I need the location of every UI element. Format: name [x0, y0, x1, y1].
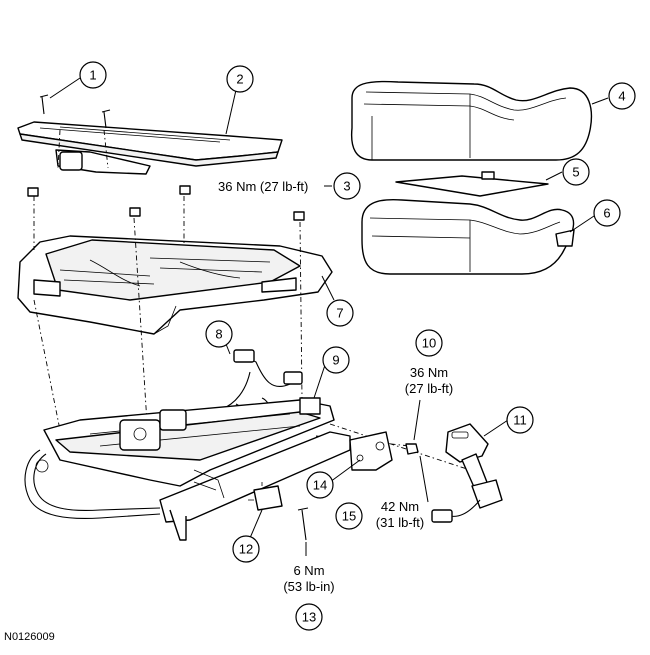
callout-12: 12 [232, 535, 260, 563]
svg-text:15: 15 [342, 509, 356, 524]
callout-2: 2 [226, 65, 254, 93]
nut-10 [405, 443, 419, 455]
svg-text:13: 13 [302, 610, 316, 625]
callout-6: 6 [593, 199, 621, 227]
svg-text:14: 14 [313, 478, 327, 493]
seat-cushion-pad [361, 198, 575, 275]
seat-pan-nuts [27, 185, 305, 221]
svg-text:8: 8 [215, 327, 222, 342]
seat-frame [17, 235, 333, 335]
svg-text:6: 6 [603, 206, 610, 221]
buckle-bracket [349, 431, 393, 471]
svg-text:1: 1 [89, 68, 96, 83]
torque-spec-item-3: 36 Nm (27 lb-ft) [218, 179, 308, 194]
callout-1: 1 [79, 61, 107, 89]
svg-text:5: 5 [572, 165, 579, 180]
svg-text:2: 2 [236, 72, 243, 87]
svg-text:9: 9 [332, 353, 339, 368]
torque-spec-item-10-line2: (27 lb-ft) [405, 381, 453, 396]
svg-text:7: 7 [336, 306, 343, 321]
callout-5: 5 [562, 158, 590, 186]
callout-11: 11 [506, 406, 534, 434]
bolt-13 [297, 507, 309, 541]
seat-heater-mat [395, 171, 549, 197]
torque-spec-item-13-line1: 6 Nm [293, 563, 324, 578]
push-pin-fasteners [39, 77, 111, 129]
callout-7: 7 [326, 299, 354, 327]
callout-4: 4 [608, 82, 636, 110]
torque-spec-item-15-line1: 42 Nm [381, 499, 419, 514]
figure-id: N0126009 [4, 631, 55, 643]
callout-15: 15 [335, 502, 363, 530]
torque-spec-item-10-line1: 36 Nm [410, 365, 448, 380]
callout-10: 10 [415, 329, 443, 357]
seat-front-bar [24, 449, 161, 519]
callout-14: 14 [306, 471, 334, 499]
seat-cushion-cover [350, 80, 593, 161]
seat-cushion-pan [17, 121, 283, 175]
svg-text:3: 3 [343, 179, 350, 194]
leader-lines [221, 89, 609, 556]
svg-text:10: 10 [422, 336, 436, 351]
seat-belt-buckle [431, 423, 503, 523]
svg-text:4: 4 [618, 89, 625, 104]
callout-8: 8 [205, 320, 233, 348]
harness-connector [248, 482, 283, 511]
torque-spec-item-15-line2: (31 lb-ft) [376, 515, 424, 530]
svg-text:12: 12 [239, 542, 253, 557]
torque-spec-item-13-line2: (53 lb-in) [283, 579, 334, 594]
callout-9: 9 [322, 346, 350, 374]
callout-13: 13 [295, 603, 323, 631]
svg-text:11: 11 [513, 413, 527, 428]
callout-3: 3 [333, 172, 361, 200]
